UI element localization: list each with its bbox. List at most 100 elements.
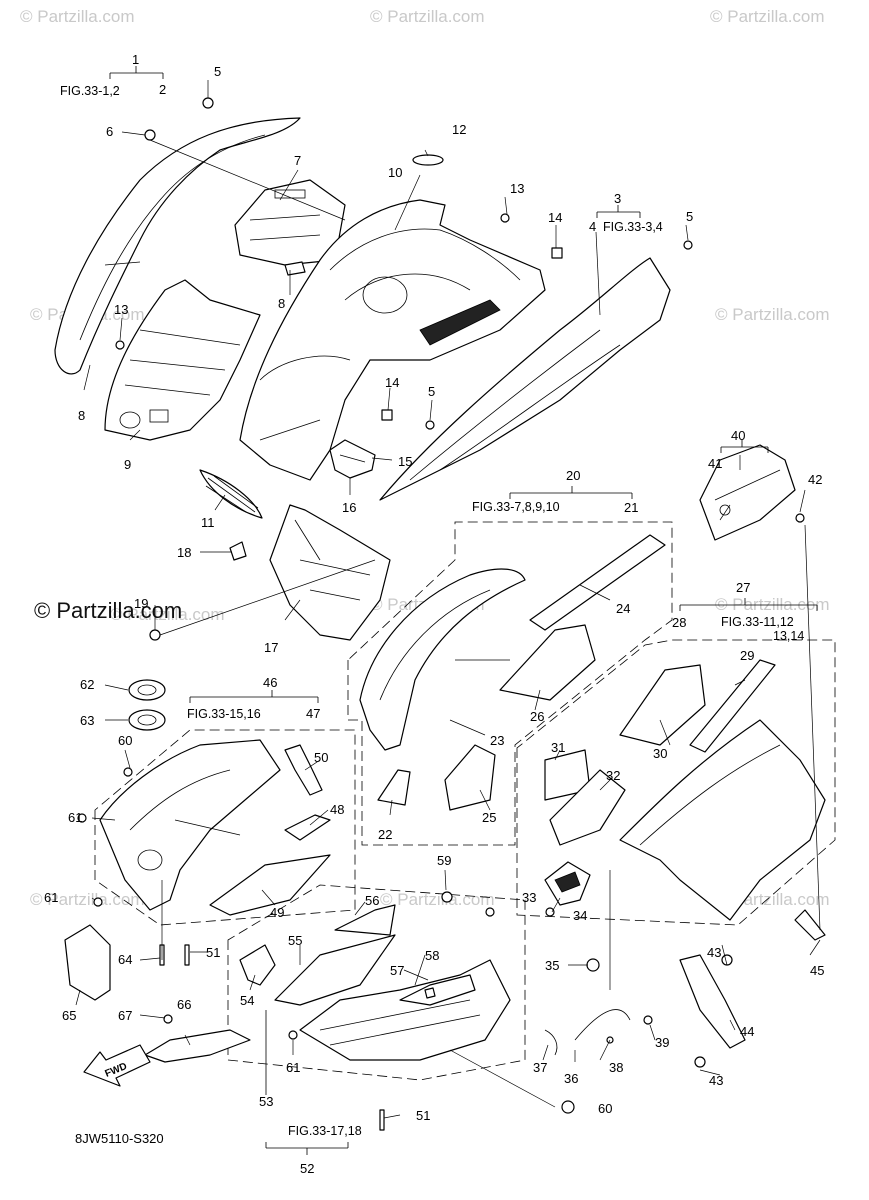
part-49-decal xyxy=(209,854,331,916)
part-7-duct xyxy=(234,179,346,266)
callout-7: 7 xyxy=(294,153,301,168)
part-12-emblem xyxy=(412,154,444,166)
callout-53: 53 xyxy=(259,1094,273,1109)
group-outline-27 xyxy=(516,639,836,926)
callout-43: 43 xyxy=(707,945,721,960)
part-62-gasket xyxy=(128,679,166,701)
figref-27b: 13,14 xyxy=(773,629,804,643)
figref-46: FIG.33-15,16 xyxy=(187,707,261,721)
parts xyxy=(54,97,826,1131)
part-11-grille xyxy=(199,469,263,519)
fasteners xyxy=(77,97,805,1131)
group-outline-52 xyxy=(227,884,526,1081)
part-17-inner-housing xyxy=(269,504,391,641)
callout-15: 15 xyxy=(398,454,412,469)
part-44-stay xyxy=(679,954,746,1049)
callout-56: 56 xyxy=(365,893,379,908)
part-45-guard xyxy=(794,909,826,941)
callout-44: 44 xyxy=(740,1024,754,1039)
callout-60: 60 xyxy=(598,1101,612,1116)
part-55-decal xyxy=(274,934,396,1006)
callout-62: 62 xyxy=(80,677,94,692)
callout-5: 5 xyxy=(428,384,435,399)
callout-33: 33 xyxy=(522,890,536,905)
part-56-decal xyxy=(334,904,396,936)
callout-21: 21 xyxy=(624,500,638,515)
part-26-decal xyxy=(499,624,596,701)
callout-65: 65 xyxy=(62,1008,76,1023)
callout-49: 49 xyxy=(270,905,284,920)
callout-45: 45 xyxy=(810,963,824,978)
part-50-bracket xyxy=(284,744,323,796)
diagram-code: 8JW5110-S320 xyxy=(75,1131,164,1146)
callout-46: 46 xyxy=(263,675,277,690)
callout-5: 5 xyxy=(214,64,221,79)
part-16-bracket xyxy=(329,439,376,479)
part-32-decal xyxy=(549,769,626,846)
callout-brackets xyxy=(109,66,818,1155)
part-10-front-cowl xyxy=(239,199,546,481)
callout-50: 50 xyxy=(314,750,328,765)
part-24-stripe xyxy=(529,534,666,631)
callout-8: 8 xyxy=(278,296,285,311)
leader-lines xyxy=(75,80,821,1119)
callout-12: 12 xyxy=(452,122,466,137)
callout-34: 34 xyxy=(573,908,587,923)
callout-26: 26 xyxy=(530,709,544,724)
callout-13: 13 xyxy=(114,302,128,317)
watermark-text: © Partzilla.com xyxy=(380,890,495,909)
callout-19: 19 xyxy=(134,596,148,611)
watermark-text: © Partzilla.com xyxy=(710,7,825,26)
watermark-text: © Partzilla.com xyxy=(370,7,485,26)
group-outline-46 xyxy=(94,729,356,926)
callout-30: 30 xyxy=(653,746,667,761)
callout-43: 43 xyxy=(709,1073,723,1088)
callout-4: 4 xyxy=(589,219,596,234)
callout-5: 5 xyxy=(686,209,693,224)
callout-38: 38 xyxy=(609,1060,623,1075)
callout-10: 10 xyxy=(388,165,402,180)
callout-47: 47 xyxy=(306,706,320,721)
callout-40: 40 xyxy=(731,428,745,443)
part-65-panel xyxy=(64,924,111,1001)
callout-59: 59 xyxy=(437,853,451,868)
callout-41: 41 xyxy=(708,456,722,471)
part-66-cover xyxy=(144,1029,251,1063)
fwd-arrow-icon: FWD xyxy=(83,1044,151,1087)
figref-20: FIG.33-7,8,9,10 xyxy=(472,500,560,514)
figref-1: FIG.33-1,2 xyxy=(60,84,120,98)
callout-61: 61 xyxy=(44,890,58,905)
part-63-gasket xyxy=(128,709,166,731)
callout-29: 29 xyxy=(740,648,754,663)
part-33-panel xyxy=(544,861,591,906)
callout-51: 51 xyxy=(206,945,220,960)
callout-23: 23 xyxy=(490,733,504,748)
callout-2: 2 xyxy=(159,82,166,97)
callout-14: 14 xyxy=(385,375,399,390)
callout-18: 18 xyxy=(177,545,191,560)
watermark-text: © Partzilla.com xyxy=(715,595,830,614)
callout-48: 48 xyxy=(330,802,344,817)
part-48-decal xyxy=(284,814,331,841)
callout-52: 52 xyxy=(300,1161,314,1176)
part-2-side-cowl xyxy=(54,117,301,375)
part-58-clip xyxy=(399,974,476,1006)
callout-61: 61 xyxy=(286,1060,300,1075)
callout-57: 57 xyxy=(390,963,404,978)
part-30-decal xyxy=(619,664,706,746)
callout-66: 66 xyxy=(177,997,191,1012)
callout-31: 31 xyxy=(551,740,565,755)
callout-17: 17 xyxy=(264,640,278,655)
part-47-lower-cowl xyxy=(99,739,281,911)
callout-63: 63 xyxy=(80,713,94,728)
callout-58: 58 xyxy=(425,948,439,963)
part-22-pad xyxy=(377,769,411,806)
callouts: 1 2 3 4 5 5 5 6 7 8 8 9 10 11 12 13 13 1… xyxy=(44,52,824,1176)
watermark-text: © Partzilla.com xyxy=(110,605,225,624)
callout-3: 3 xyxy=(614,191,621,206)
callout-24: 24 xyxy=(616,601,630,616)
callout-20: 20 xyxy=(566,468,580,483)
part-8-clip xyxy=(284,261,306,276)
watermark-text: © Partzilla.com xyxy=(20,7,135,26)
callout-22: 22 xyxy=(378,827,392,842)
